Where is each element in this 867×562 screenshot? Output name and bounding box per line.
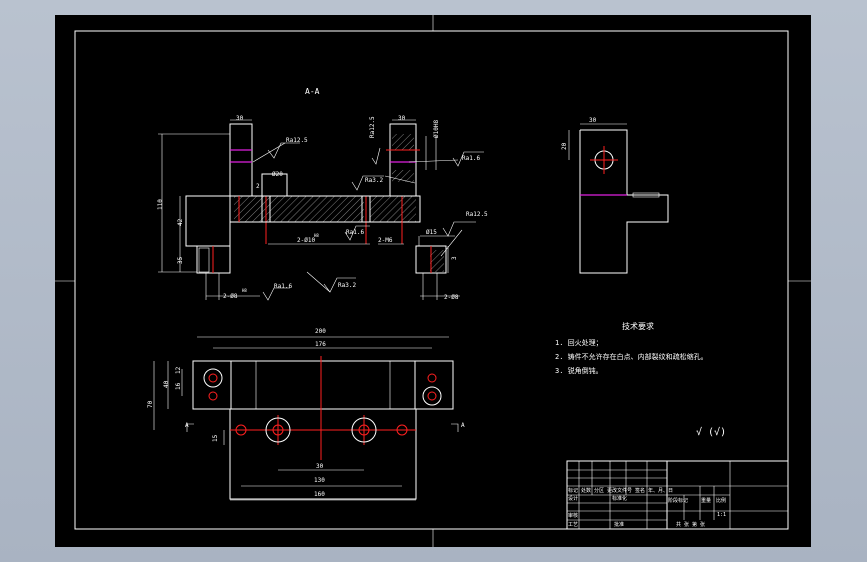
svg-text:Ra3.2: Ra3.2 [338,282,356,289]
svg-text:H8: H8 [314,233,319,238]
svg-text:42: 42 [177,218,184,226]
svg-text:共 张 第 张: 共 张 第 张 [676,521,705,528]
note-item-1: 1. 回火处理； [555,338,603,347]
svg-text:2-Ø10: 2-Ø10 [297,237,315,244]
title-block [566,460,789,530]
end-view-dim-width: 30 [589,117,597,124]
svg-text:3: 3 [451,256,458,260]
svg-text:30: 30 [398,115,406,122]
roughness-symbols [252,142,484,301]
svg-text:A: A [185,422,189,429]
plan-view [153,336,459,501]
svg-text:110: 110 [157,199,164,210]
end-view [568,123,669,274]
note-item-3: 3. 锐角倒钝。 [555,366,603,375]
svg-text:A: A [461,422,465,429]
svg-text:1:1: 1:1 [717,512,726,518]
svg-text:Ra3.2: Ra3.2 [365,177,383,184]
svg-text:Ra12.5: Ra12.5 [466,211,488,218]
svg-text:Ø15: Ø15 [426,229,437,236]
svg-text:2-Ø8: 2-Ø8 [444,294,459,301]
svg-text:2: 2 [256,183,260,190]
svg-text:200: 200 [315,328,326,335]
end-view-dim-height: 20 [561,142,568,150]
svg-text:160: 160 [314,491,325,498]
svg-text:15: 15 [212,434,219,442]
title-block-labels: 标记 处数 分区 更改文件号 签名 年、月、日 设计 标准化 审核 工艺 批准 … [568,487,726,528]
svg-text:16: 16 [175,382,182,390]
svg-text:176: 176 [315,341,326,348]
svg-text:70: 70 [147,400,154,408]
section-view [158,119,484,301]
svg-text:Ra1.6: Ra1.6 [274,283,292,290]
svg-text:工艺: 工艺 [568,522,578,528]
centering-marks [55,15,811,547]
svg-text:比例: 比例 [716,497,726,504]
notes-title: 技术要求 [622,321,654,331]
svg-text:标准化: 标准化 [612,495,627,502]
svg-text:批准: 批准 [614,521,624,528]
svg-text:130: 130 [314,477,325,484]
svg-text:Ra1.6: Ra1.6 [346,229,364,236]
svg-text:审核: 审核 [568,512,578,519]
svg-text:Ø10H8: Ø10H8 [433,120,440,138]
svg-text:Ra12.5: Ra12.5 [286,137,308,144]
svg-text:12: 12 [175,366,182,374]
svg-text:Ø20: Ø20 [272,171,283,178]
svg-text:2-Ø8: 2-Ø8 [223,293,238,300]
drawing-border [74,30,789,530]
svg-text:30: 30 [236,115,244,122]
drawing-background [55,15,811,547]
plan-view-labels: 200 176 12 16 40 70 15 30 130 160 A A [147,328,465,498]
note-item-2: 2. 铸件不允许存在白点、内部裂纹和疏松缩孔。 [555,352,708,361]
section-view-labels: 30 110 42 35 Ø20 2 2-Ø10 H8 2-Ø8 H8 2-Ø8… [157,115,488,301]
section-title: A-A [305,87,320,96]
svg-text:Ra1.6: Ra1.6 [462,155,480,162]
svg-text:2-M6: 2-M6 [378,237,393,244]
svg-text:设计: 设计 [568,495,578,502]
svg-text:阶段标记: 阶段标记 [668,497,688,504]
svg-text:30: 30 [316,463,324,470]
svg-text:Ra12.5: Ra12.5 [369,116,376,138]
svg-text:H8: H8 [242,288,247,293]
svg-text:标记 处数 分区 更改文件号 签名 年、月、日: 标记 处数 分区 更改文件号 签名 年、月、日 [568,487,673,494]
general-roughness-symbol: √ (√) [696,426,726,438]
svg-text:35: 35 [177,256,184,264]
svg-text:重量: 重量 [701,497,711,504]
svg-text:40: 40 [163,380,170,388]
